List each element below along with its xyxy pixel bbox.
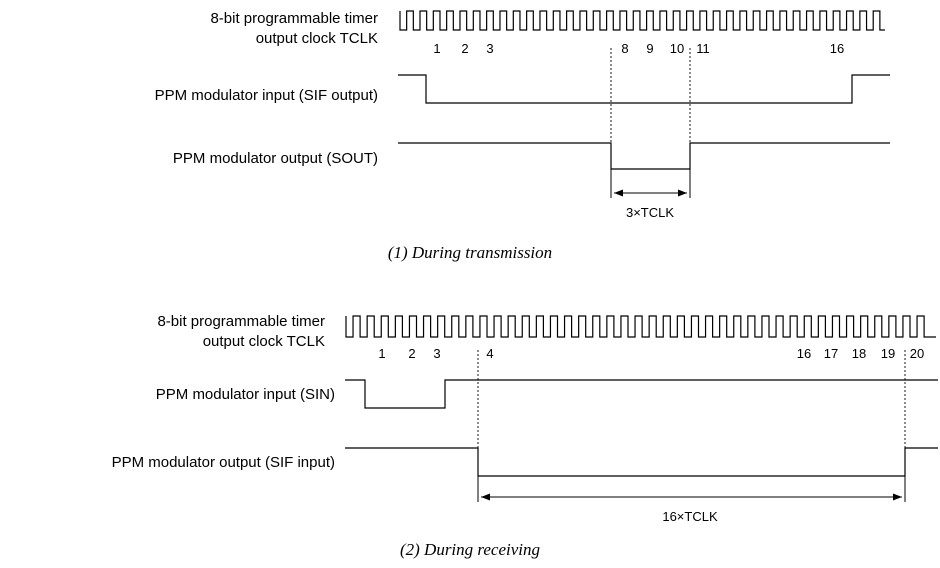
tx-pulse-number: 1: [433, 41, 440, 56]
rx-clock-waveform: [345, 315, 936, 338]
tx-clock-waveform: [399, 10, 885, 31]
rx-pulse-number: 17: [824, 346, 838, 361]
tx-pulse-number: 8: [621, 41, 628, 56]
rx-clock-label-line2: output clock TCLK: [203, 333, 325, 350]
tx-pulse-number: 16: [830, 41, 844, 56]
rx-width-label: 16×TCLK: [662, 509, 718, 524]
transmission-section: 8-bit programmable timer output clock TC…: [155, 10, 890, 262]
rx-pulse-number: 3: [433, 346, 440, 361]
rx-pulse-number: 1: [378, 346, 385, 361]
tx-pulse-number: 10: [670, 41, 684, 56]
tx-output-label: PPM modulator output (SOUT): [173, 150, 378, 167]
tx-width-label: 3×TCLK: [626, 205, 674, 220]
rx-dimension-arrowhead-left: [481, 493, 490, 501]
tx-input-waveform: [398, 74, 890, 104]
rx-dimension-arrowhead-right: [893, 493, 902, 501]
tx-pulse-number: 3: [486, 41, 493, 56]
rx-output-label: PPM modulator output (SIF input): [112, 454, 335, 471]
rx-output-waveform: [345, 447, 938, 477]
rx-pulse-number: 20: [910, 346, 924, 361]
tx-clock-label-line2: output clock TCLK: [256, 30, 378, 47]
tx-dimension-arrowhead-right: [678, 189, 687, 197]
tx-pulse-number: 9: [646, 41, 653, 56]
rx-pulse-number: 18: [852, 346, 866, 361]
rx-input-waveform: [345, 379, 938, 409]
tx-input-label: PPM modulator input (SIF output): [155, 87, 378, 104]
rx-caption: (2) During receiving: [400, 540, 540, 559]
rx-pulse-number: 19: [881, 346, 895, 361]
tx-output-waveform: [398, 142, 890, 170]
tx-caption: (1) During transmission: [388, 243, 552, 262]
tx-pulse-number: 2: [461, 41, 468, 56]
rx-pulse-number: 16: [797, 346, 811, 361]
tx-dimension-arrowhead-left: [614, 189, 623, 197]
tx-clock-label-line1: 8-bit programmable timer: [210, 10, 378, 27]
rx-pulse-number: 2: [408, 346, 415, 361]
receiving-section: 8-bit programmable timer output clock TC…: [112, 313, 938, 559]
rx-clock-label-line1: 8-bit programmable timer: [157, 313, 325, 330]
tx-pulse-number: 11: [696, 41, 710, 56]
rx-pulse-number: 4: [486, 346, 493, 361]
rx-input-label: PPM modulator input (SIN): [156, 386, 335, 403]
